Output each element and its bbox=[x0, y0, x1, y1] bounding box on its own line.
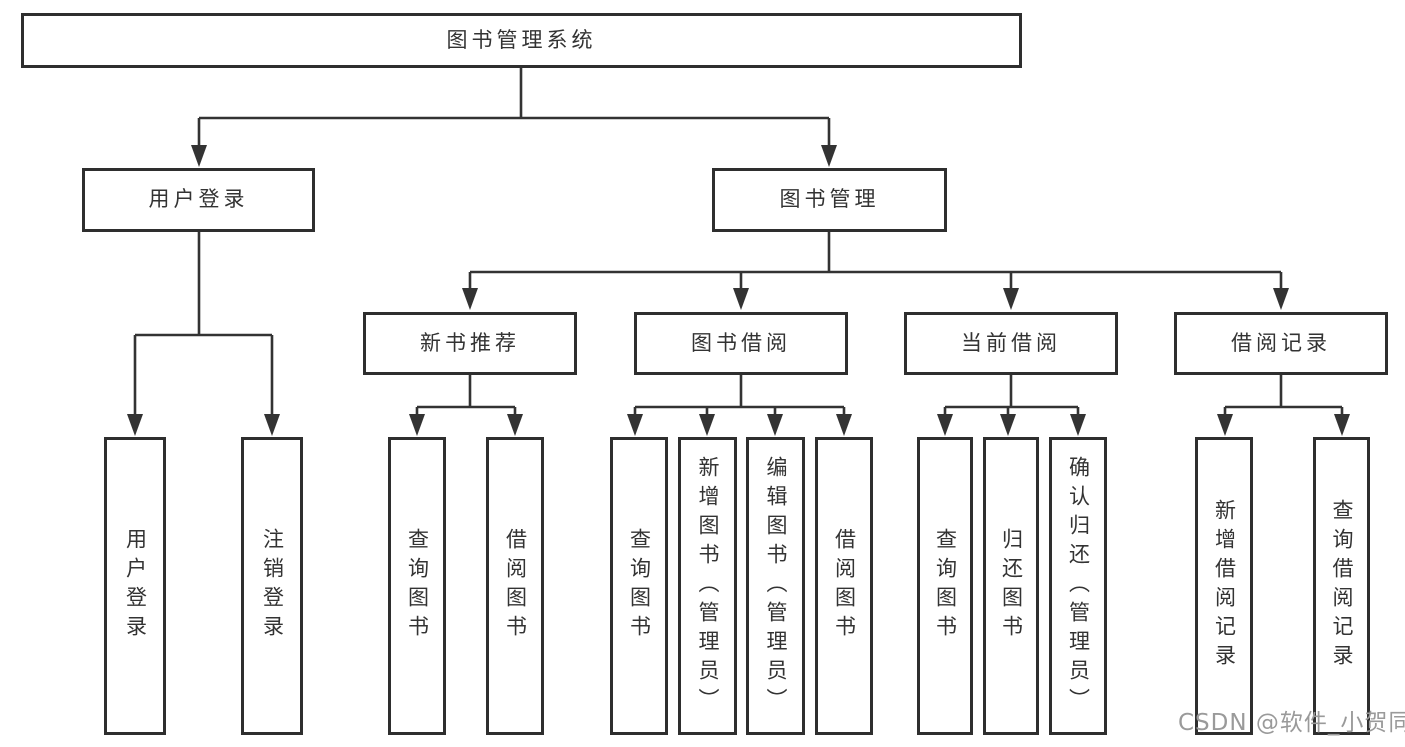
csdn-watermark: CSDN @软件_小贺同学 bbox=[1178, 710, 1405, 736]
node-leaf-bb-query-books: 查询图书 bbox=[610, 437, 668, 735]
node-new-book-recommend: 新书推荐 bbox=[363, 312, 577, 375]
arrow-down-icon bbox=[836, 414, 852, 436]
arrow-down-icon bbox=[127, 414, 143, 436]
arrow-down-icon bbox=[821, 145, 837, 167]
node-leaf-rec-borrow-books: 借阅图书 bbox=[486, 437, 544, 735]
arrow-down-icon bbox=[1003, 288, 1019, 310]
connector-root-to-level2 bbox=[197, 68, 831, 147]
node-leaf-bb-borrow-books: 借阅图书 bbox=[815, 437, 873, 735]
connector-newbookrec-to-children bbox=[415, 375, 517, 416]
arrow-down-icon bbox=[1070, 414, 1086, 436]
node-user-login: 用户登录 bbox=[82, 168, 315, 232]
arrow-down-icon bbox=[1217, 414, 1233, 436]
arrow-down-icon bbox=[1273, 288, 1289, 310]
node-root: 图书管理系统 bbox=[21, 13, 1022, 68]
arrow-down-icon bbox=[264, 414, 280, 436]
node-leaf-logout: 注销登录 bbox=[241, 437, 303, 735]
connector-currentborrow-to-children bbox=[943, 375, 1080, 416]
node-leaf-cb-return-books: 归还图书 bbox=[983, 437, 1039, 735]
node-leaf-bb-edit-books-admin: 编辑图书（管理员） bbox=[746, 437, 805, 735]
connector-borrowrecords-to-children bbox=[1223, 375, 1344, 416]
arrow-down-icon bbox=[1334, 414, 1350, 436]
arrow-down-icon bbox=[409, 414, 425, 436]
node-book-management: 图书管理 bbox=[712, 168, 947, 232]
node-leaf-br-query-record: 查询借阅记录 bbox=[1313, 437, 1370, 735]
node-borrow-records: 借阅记录 bbox=[1174, 312, 1388, 375]
node-leaf-br-add-record: 新增借阅记录 bbox=[1195, 437, 1253, 735]
connector-bookmgmt-to-level3 bbox=[468, 232, 1283, 290]
connector-bookborrow-to-children bbox=[633, 375, 846, 416]
arrow-down-icon bbox=[937, 414, 953, 436]
connector-userlogin-to-children bbox=[133, 232, 274, 416]
arrow-down-icon bbox=[627, 414, 643, 436]
node-leaf-user-login: 用户登录 bbox=[104, 437, 166, 735]
arrow-down-icon bbox=[462, 288, 478, 310]
node-leaf-rec-query-books: 查询图书 bbox=[388, 437, 446, 735]
arrow-down-icon bbox=[767, 414, 783, 436]
node-book-borrow: 图书借阅 bbox=[634, 312, 848, 375]
arrow-down-icon bbox=[1000, 414, 1016, 436]
node-leaf-cb-confirm-return-admin: 确认归还（管理员） bbox=[1049, 437, 1107, 735]
arrow-down-icon bbox=[191, 145, 207, 167]
arrow-down-icon bbox=[507, 414, 523, 436]
node-leaf-bb-add-books-admin: 新增图书（管理员） bbox=[678, 437, 737, 735]
node-current-borrow: 当前借阅 bbox=[904, 312, 1118, 375]
node-leaf-cb-query-books: 查询图书 bbox=[917, 437, 973, 735]
arrow-down-icon bbox=[699, 414, 715, 436]
arrow-down-icon bbox=[733, 288, 749, 310]
